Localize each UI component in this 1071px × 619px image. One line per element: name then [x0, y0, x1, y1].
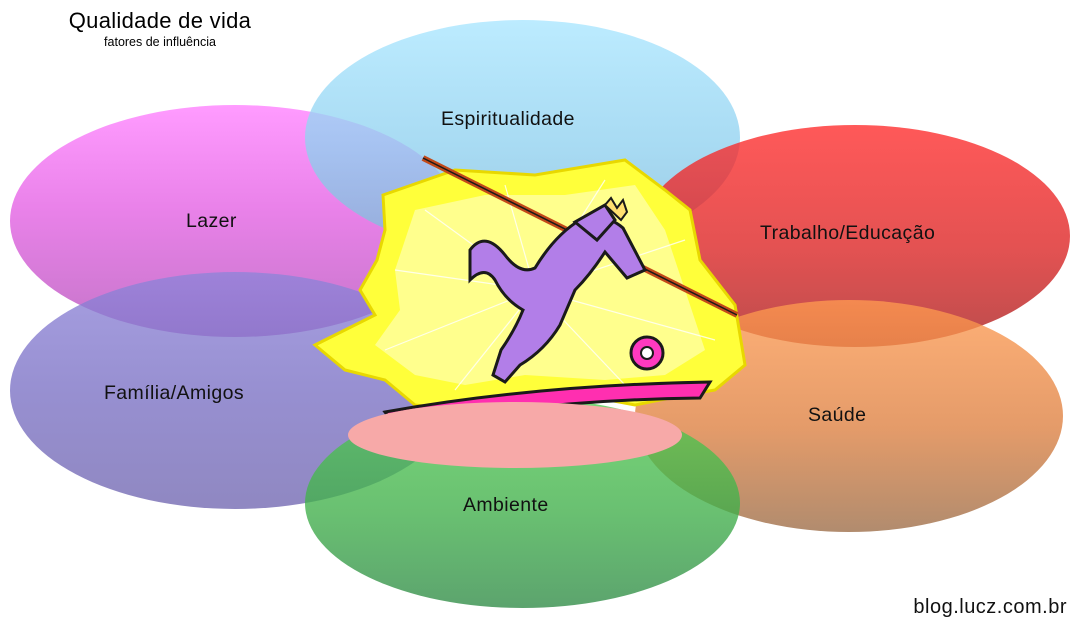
site-credit: blog.lucz.com.br [913, 596, 1067, 618]
diagram-subtitle: fatores de influência [104, 35, 216, 49]
label-lazer: Lazer [186, 210, 237, 232]
label-ambiente: Ambiente [463, 494, 549, 516]
label-familia-amigos: Família/Amigos [104, 382, 244, 404]
figure-body [468, 215, 648, 384]
label-trabalho-educacao: Trabalho/Educação [760, 222, 936, 244]
board-shadow-oval [348, 402, 682, 468]
title-block: Qualidade de vida fatores de influência [20, 8, 300, 49]
label-espiritualidade: Espiritualidade [441, 108, 575, 130]
label-saude: Saúde [808, 404, 867, 426]
diagram-title: Qualidade de vida [68, 8, 252, 33]
